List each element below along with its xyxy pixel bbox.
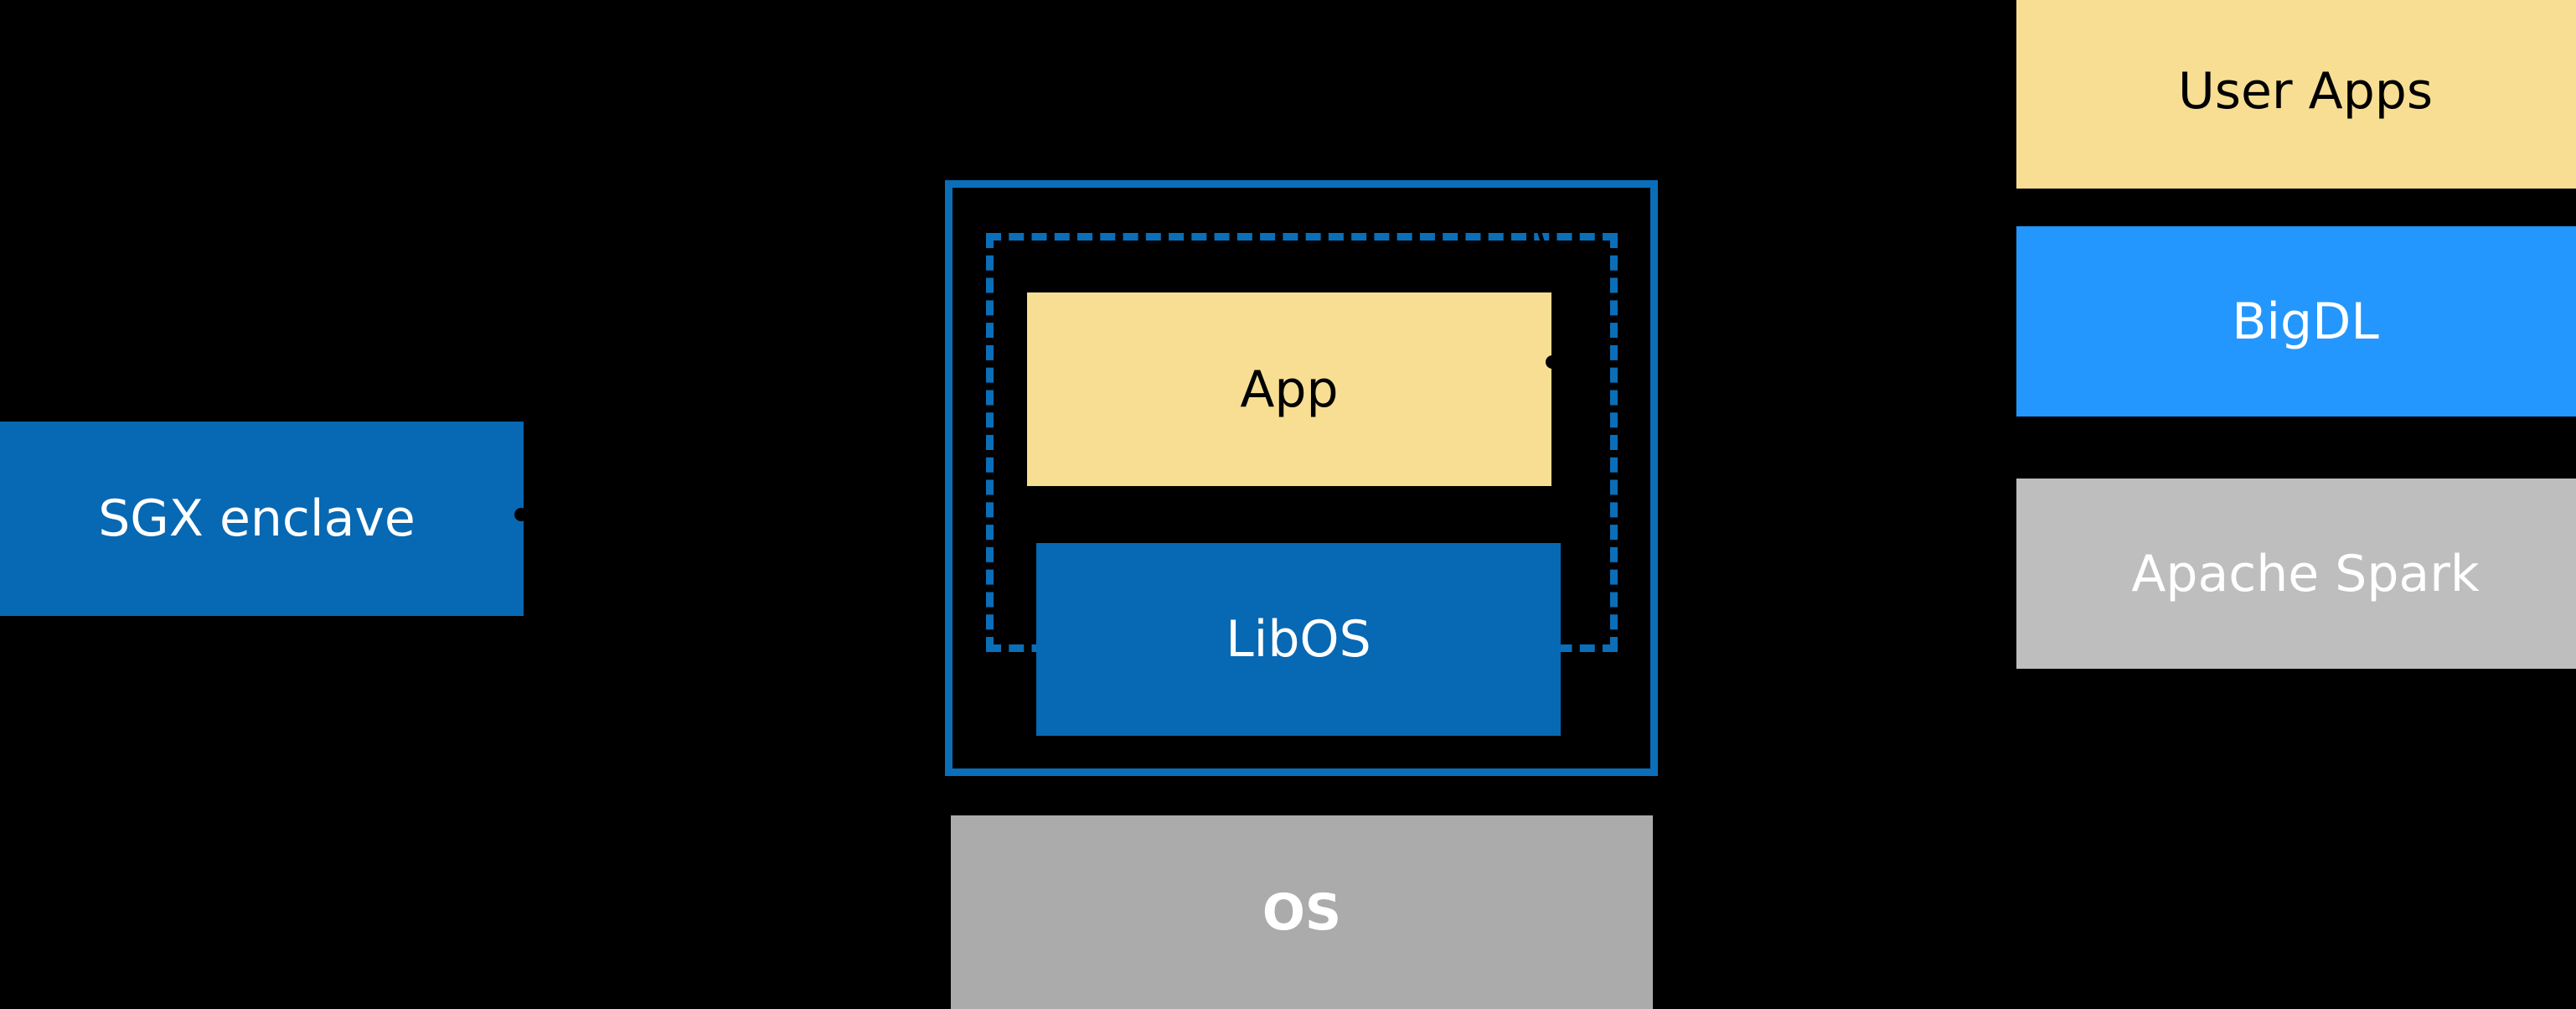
user-apps-label: User Apps: [2177, 61, 2434, 121]
libos-label: LibOS: [1226, 610, 1371, 669]
sgx-enclave-box: SGX enclave: [0, 422, 524, 616]
app-label: App: [1240, 360, 1339, 419]
sgx-enclave-label: SGX enclave: [98, 489, 416, 548]
sgx-connector-line: [517, 513, 617, 517]
libos-box: LibOS: [1036, 543, 1561, 736]
apache-spark-box: Apache Spark: [2016, 479, 2576, 669]
sgx-connector-endpoint-dot: [514, 508, 528, 521]
user-apps-box: User Apps: [2016, 0, 2576, 189]
bigdl-label: BigDL: [2232, 292, 2379, 351]
app-connector-endpoint-dot: [1546, 355, 1559, 369]
apache-spark-label: Apache Spark: [2131, 544, 2480, 603]
os-box: OS: [951, 815, 1653, 1009]
bigdl-box: BigDL: [2016, 226, 2576, 417]
enclave-outline-solid: [945, 180, 1658, 776]
app-box: App: [1027, 292, 1551, 486]
os-label: OS: [1262, 882, 1342, 942]
